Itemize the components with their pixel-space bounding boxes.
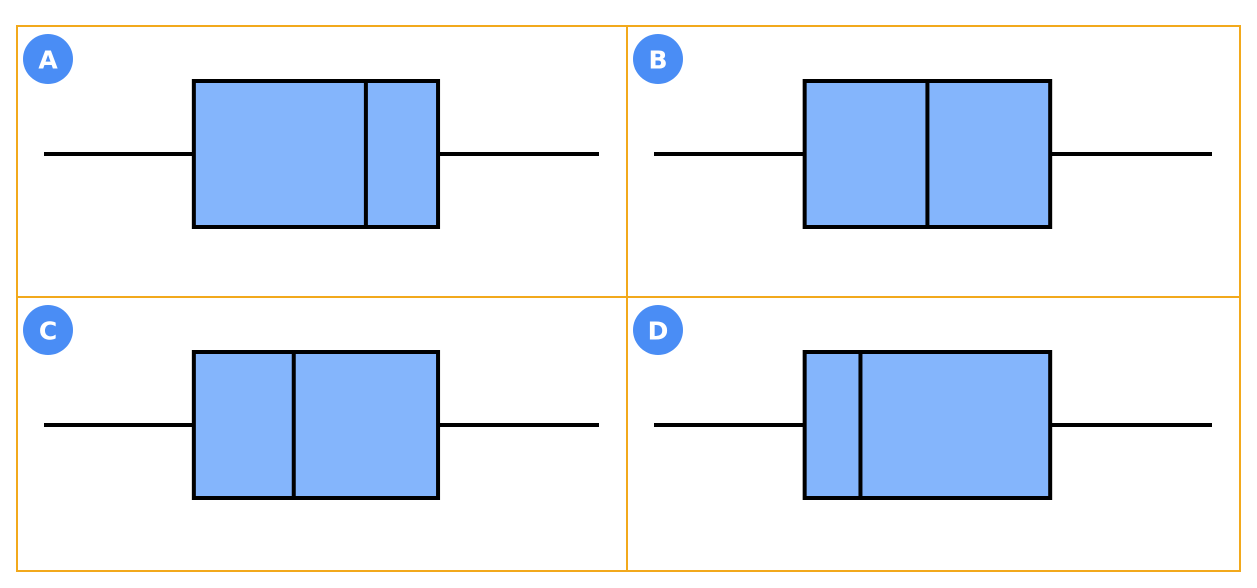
- panel-label-d: D: [648, 317, 669, 346]
- iqr-box: [191, 79, 441, 229]
- badge-circle: [633, 305, 683, 355]
- panel-label-c: C: [39, 317, 57, 346]
- panel-d: D: [633, 305, 1212, 500]
- panel-label-a: A: [38, 46, 58, 75]
- panel-badge-a: A: [23, 34, 73, 84]
- outer-border: [16, 25, 1241, 572]
- badge-circle: [23, 34, 73, 84]
- panel-c: C: [23, 305, 599, 500]
- panel-b: B: [633, 34, 1212, 229]
- panels-layer: A B C D: [23, 34, 1212, 500]
- iqr-box: [191, 350, 441, 500]
- panel-badge-b: B: [633, 34, 683, 84]
- panel-grid-lines: [16, 25, 1241, 572]
- badge-circle: [23, 305, 73, 355]
- panel-label-b: B: [648, 46, 667, 75]
- iqr-box: [802, 350, 1053, 500]
- panel-badge-c: C: [23, 305, 73, 355]
- panel-badge-d: D: [633, 305, 683, 355]
- panel-a: A: [23, 34, 599, 229]
- badge-circle: [633, 34, 683, 84]
